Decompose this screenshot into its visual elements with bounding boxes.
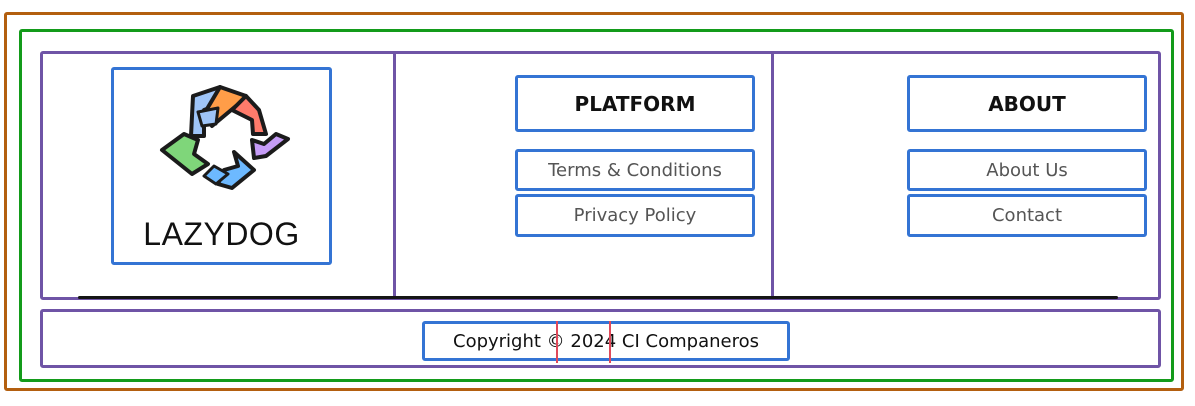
terms-conditions-link[interactable]: Terms & Conditions bbox=[515, 149, 755, 191]
page-container bbox=[19, 29, 1174, 382]
column-divider-1 bbox=[393, 53, 396, 299]
contact-link[interactable]: Contact bbox=[907, 194, 1147, 237]
about-us-link[interactable]: About Us bbox=[907, 149, 1147, 191]
about-heading: ABOUT bbox=[907, 75, 1147, 132]
nav-underline bbox=[78, 296, 1118, 299]
brand-name: LAZYDOG bbox=[143, 216, 300, 252]
copyright-box: Copyright © 2024 CI Companeros bbox=[422, 321, 790, 361]
annotation-mark-1 bbox=[556, 321, 558, 363]
privacy-policy-link[interactable]: Privacy Policy bbox=[515, 194, 755, 237]
copyright-text: Copyright © 2024 CI Companeros bbox=[453, 330, 759, 352]
copyright-bar bbox=[40, 309, 1161, 368]
platform-heading: PLATFORM bbox=[515, 75, 755, 132]
annotation-mark-2 bbox=[609, 321, 611, 363]
brand-logo-link[interactable]: LAZYDOG bbox=[111, 67, 332, 265]
lazydog-logo-icon bbox=[160, 85, 290, 190]
outer-wireframe-border bbox=[4, 12, 1184, 391]
column-divider-2 bbox=[771, 53, 774, 299]
